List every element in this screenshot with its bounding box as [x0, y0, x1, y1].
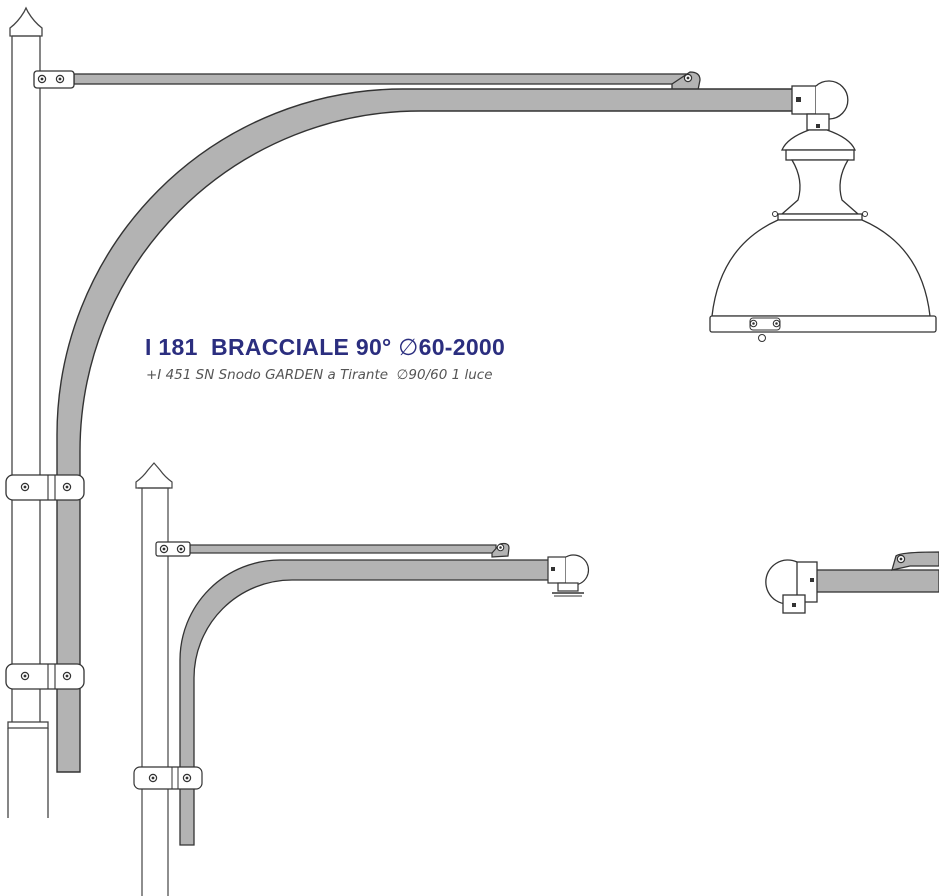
- pole-finial-icon: [135, 462, 173, 489]
- joint-detail: [765, 551, 939, 614]
- arm-joint-icon: [791, 80, 849, 131]
- diameter-symbol: ∅: [398, 334, 419, 360]
- pole-clamp-icon: [5, 663, 85, 690]
- arm-joint-icon: [547, 554, 590, 597]
- pole-clamp-icon: [133, 766, 203, 790]
- small-pole: [135, 462, 173, 896]
- product-code: I 181: [145, 334, 198, 360]
- product-title: I 181 BRACCIALE 90° ∅60-2000: [145, 334, 505, 361]
- small-tie-rod: [155, 541, 510, 558]
- accessory-subtitle: +I 451 SN Snodo GARDEN a Tirante ∅90/60 …: [146, 367, 493, 383]
- product-name: BRACCIALE 90°: [211, 334, 392, 360]
- pole-finial-icon: [9, 6, 43, 37]
- lantern-lamp-icon: [709, 129, 937, 342]
- arm-joint-icon: [765, 559, 818, 614]
- small-curved-arm: [179, 559, 553, 846]
- accessory-spec: ∅90/60 1 luce: [396, 367, 493, 383]
- accessory-prefix: +I 451 SN Snodo GARDEN a Tirante: [146, 367, 389, 383]
- pole-clamp-icon: [5, 474, 85, 501]
- large-tie-rod: [33, 70, 701, 93]
- small-assembly: [133, 462, 590, 896]
- large-assembly: [5, 6, 937, 818]
- product-spec: 60-2000: [418, 334, 506, 360]
- large-pole: [7, 6, 49, 818]
